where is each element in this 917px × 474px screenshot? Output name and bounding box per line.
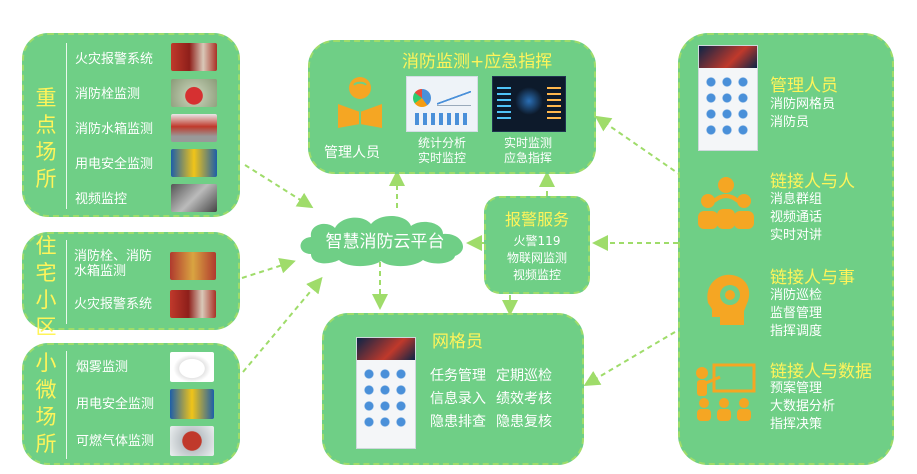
people-item: 视频通话 bbox=[770, 210, 823, 225]
alarm-item: 视频监控 bbox=[512, 268, 561, 282]
arrow-keysites-to-cloud bbox=[244, 164, 314, 209]
people-title: 链接人与人 bbox=[770, 172, 855, 192]
reader-person-icon bbox=[338, 77, 382, 128]
key-sites-item: 消防水箱监测 bbox=[75, 122, 154, 137]
residential-title: 住宅小区 bbox=[35, 234, 57, 339]
arrow-right-to-monitor bbox=[594, 115, 683, 177]
grid-item: 定期巡检 bbox=[496, 368, 552, 384]
monitor-manager-label: 管理人员 bbox=[324, 145, 380, 161]
mobile-app-screenshot bbox=[356, 337, 416, 449]
cloud-icon bbox=[300, 215, 464, 267]
things-title: 链接人与事 bbox=[770, 268, 855, 288]
cloud-platform: 智慧消防云平台 bbox=[293, 210, 477, 268]
alarm-title: 报警服务 bbox=[504, 210, 569, 229]
arrow-small-to-cloud bbox=[242, 276, 323, 373]
arrow-residential-to-cloud bbox=[241, 258, 296, 279]
residential-item: 火灾报警系统 bbox=[74, 297, 153, 312]
app-grid-icons bbox=[361, 366, 411, 432]
residential-panel: 住宅小区 消防栓、消防 水箱监测 火灾报警系统 bbox=[22, 232, 240, 339]
gas-detector-photo bbox=[170, 426, 214, 456]
app-banner bbox=[357, 338, 415, 360]
grid-item: 信息录入 bbox=[430, 391, 486, 407]
monitor-panel: 消防监测+应急指挥 管理人员 统计分析 实时监控 实时监测 应急指挥 bbox=[308, 40, 596, 174]
mobile-app-screenshot bbox=[698, 45, 758, 151]
video-camera-photo bbox=[171, 184, 217, 212]
hydrant-tank-photo bbox=[170, 252, 216, 280]
left-screen-caption: 统计分析 实时监控 bbox=[417, 136, 466, 165]
divider bbox=[66, 240, 67, 324]
monitor-title: 消防监测+应急指挥 bbox=[402, 52, 553, 72]
cloud-label: 智慧消防云平台 bbox=[325, 232, 445, 252]
stakeholders-panel: 管理人员 消防网格员 消防员 链接人与人 消息群组 视频通话 实时对讲 链接人与… bbox=[678, 33, 894, 465]
grid-item: 绩效考核 bbox=[496, 391, 552, 407]
grid-item: 任务管理 bbox=[430, 368, 486, 384]
data-item: 大数据分析 bbox=[770, 399, 836, 414]
pie-chart-icon bbox=[413, 89, 431, 107]
divider bbox=[66, 351, 67, 459]
electrical-photo bbox=[170, 389, 214, 419]
managers-item: 消防员 bbox=[770, 115, 810, 130]
alarm-item: 物联网监测 bbox=[506, 251, 567, 265]
small-sites-panel: 小微场所 烟雾监测 用电安全监测 可燃气体监测 bbox=[22, 343, 240, 465]
grid-item: 隐患排查 bbox=[430, 414, 486, 430]
app-grid-icons bbox=[703, 74, 753, 136]
grid-item: 隐患复核 bbox=[496, 414, 552, 430]
smoke-detector-photo bbox=[170, 352, 214, 382]
line-chart-icon bbox=[437, 91, 471, 106]
key-sites-item: 视频监控 bbox=[75, 192, 128, 207]
small-sites-item: 用电安全监测 bbox=[76, 397, 155, 412]
key-sites-panel: 重点场所 火灾报警系统 消防栓监测 消防水箱监测 用电安全监测 视频监控 bbox=[22, 33, 240, 217]
data-title: 链接人与数据 bbox=[770, 362, 872, 382]
presentation-icon bbox=[696, 363, 756, 421]
alarm-panel: 报警服务 火警119 物联网监测 视频监控 bbox=[484, 196, 590, 294]
dashboard-screen-left bbox=[406, 76, 478, 132]
water-tank-photo bbox=[171, 114, 217, 142]
grid-officer-title: 网格员 bbox=[432, 332, 483, 352]
bar-chart-icon bbox=[415, 113, 471, 125]
app-banner bbox=[699, 46, 757, 68]
panel-bars-icon bbox=[547, 87, 561, 121]
hydrant-photo bbox=[171, 79, 217, 107]
key-sites-item: 火灾报警系统 bbox=[75, 52, 154, 67]
residential-item: 消防栓、消防 水箱监测 bbox=[74, 249, 153, 279]
managers-title: 管理人员 bbox=[770, 76, 838, 96]
managers-item: 消防网格员 bbox=[770, 97, 836, 112]
small-sites-item: 可燃气体监测 bbox=[76, 434, 155, 449]
arrow-right-to-grid bbox=[583, 331, 676, 387]
dashboard-screen-right bbox=[492, 76, 566, 132]
right-screen-caption: 实时监测 应急指挥 bbox=[503, 136, 552, 165]
things-item: 指挥调度 bbox=[770, 324, 823, 339]
divider bbox=[66, 43, 67, 209]
people-item: 消息群组 bbox=[770, 192, 823, 207]
fire-alarm-photo bbox=[171, 43, 217, 71]
key-sites-item: 消防栓监测 bbox=[75, 87, 141, 102]
small-sites-title: 小微场所 bbox=[35, 351, 57, 456]
fire-alarm-photo bbox=[170, 290, 216, 318]
things-item: 监督管理 bbox=[770, 306, 823, 321]
people-network-icon bbox=[698, 177, 754, 229]
electrical-photo bbox=[171, 149, 217, 177]
map-icon bbox=[515, 87, 543, 115]
key-sites-title: 重点场所 bbox=[35, 86, 57, 191]
panel-bars-icon bbox=[497, 87, 511, 121]
small-sites-item: 烟雾监测 bbox=[76, 360, 129, 375]
things-item: 消防巡检 bbox=[770, 288, 823, 303]
data-item: 预案管理 bbox=[770, 381, 823, 396]
alarm-item: 火警119 bbox=[513, 234, 561, 248]
data-item: 指挥决策 bbox=[770, 417, 823, 432]
grid-officer-panel: 网格员 任务管理 定期巡检 信息录入 绩效考核 隐患排查 隐患复核 bbox=[322, 313, 584, 465]
people-item: 实时对讲 bbox=[770, 228, 823, 243]
head-gear-icon bbox=[707, 274, 750, 325]
key-sites-item: 用电安全监测 bbox=[75, 157, 154, 172]
